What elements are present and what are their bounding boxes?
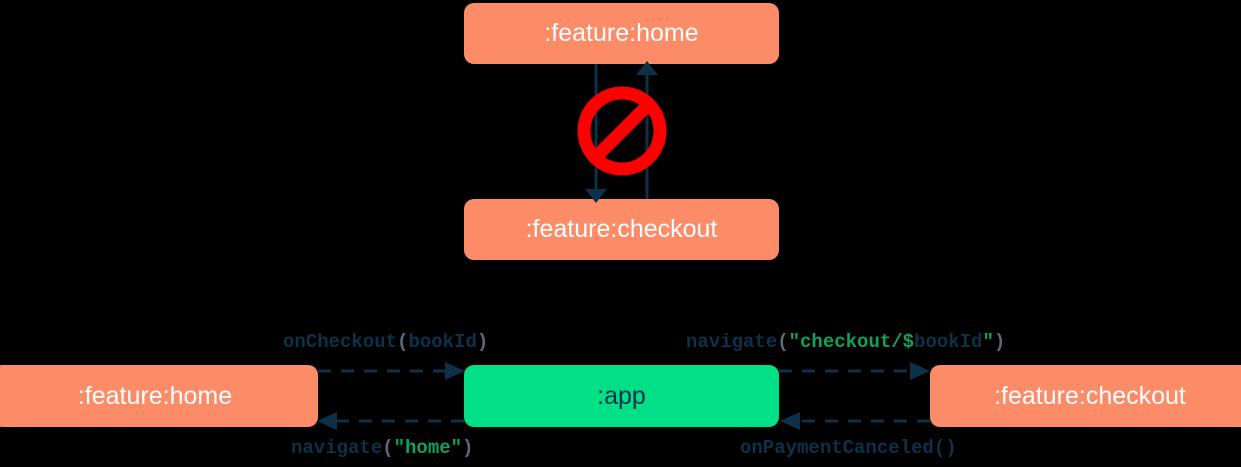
prohibition-sign-icon bbox=[577, 86, 667, 176]
code-token: () bbox=[933, 437, 957, 459]
edge-app-to-checkout bbox=[779, 362, 930, 380]
node-label: :feature:checkout bbox=[994, 381, 1186, 410]
node-feature-checkout-top[interactable]: :feature:checkout bbox=[464, 199, 779, 260]
code-token: "checkout/$ bbox=[788, 331, 915, 353]
node-label: :feature:checkout bbox=[525, 215, 718, 243]
edge-app-to-home bbox=[317, 412, 464, 430]
node-feature-home-top[interactable]: :feature:home bbox=[464, 3, 779, 64]
code-token: ) bbox=[993, 331, 1006, 353]
code-token: onPaymentCanceled bbox=[740, 437, 934, 459]
node-label: :feature:home bbox=[544, 19, 699, 47]
code-token: ( bbox=[777, 331, 789, 353]
edge-label-app-to-checkout: navigate("checkout/$bookId") bbox=[686, 333, 1005, 352]
code-token: ) bbox=[476, 331, 489, 353]
code-token: ( bbox=[397, 331, 409, 353]
code-token: " bbox=[982, 331, 994, 353]
code-token: bookId bbox=[408, 331, 477, 353]
code-token: navigate bbox=[686, 331, 778, 353]
code-token: ( bbox=[382, 437, 394, 459]
node-label: :feature:home bbox=[77, 381, 233, 410]
edge-label-checkout-to-app: onPaymentCanceled() bbox=[740, 439, 957, 458]
node-app[interactable]: :app bbox=[464, 365, 779, 427]
node-label: :app bbox=[597, 381, 646, 410]
edge-checkout-to-app bbox=[780, 412, 930, 430]
code-token: ) bbox=[462, 437, 474, 459]
edge-label-home-to-app: onCheckout(bookId) bbox=[283, 333, 488, 352]
code-token: bookId bbox=[914, 331, 983, 353]
code-token: onCheckout bbox=[283, 331, 398, 353]
code-token: "home" bbox=[393, 437, 463, 459]
node-feature-home-bottom[interactable]: :feature:home bbox=[0, 365, 318, 427]
code-token: navigate bbox=[291, 437, 383, 459]
node-feature-checkout-bottom[interactable]: :feature:checkout bbox=[930, 365, 1241, 427]
edge-home-to-app bbox=[318, 362, 465, 380]
edge-label-app-to-home: navigate("home") bbox=[291, 439, 473, 458]
